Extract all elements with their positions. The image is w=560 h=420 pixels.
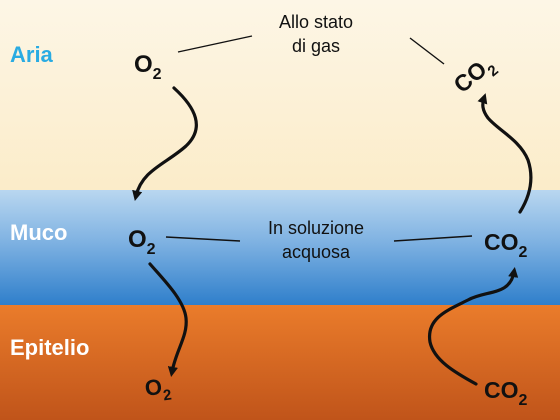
connector-gas-o2	[177, 35, 253, 53]
epithelium-band	[0, 305, 560, 420]
o2-epithelium-label: O2	[143, 373, 173, 407]
connector-solution-o2	[165, 236, 241, 242]
zone-label-mucus: Muco	[10, 220, 67, 245]
connector-solution-co2	[393, 235, 473, 242]
mucus-band	[0, 190, 560, 305]
o2-air-label: O2	[134, 51, 162, 83]
co2-epithelium-label: CO2	[484, 377, 528, 409]
o2-mucus-label: O2	[128, 226, 156, 258]
co2-mucus-to-air-arrow	[477, 93, 533, 214]
o2-air-to-mucus-arrow	[132, 86, 198, 201]
co2-epithelium-to-mucus-arrow	[427, 266, 519, 386]
zone-label-epithelium: Epitelio	[10, 335, 89, 360]
note-gas-line2: di gas	[292, 36, 340, 56]
note-solution-line1: In soluzione	[268, 218, 364, 238]
air-band	[0, 0, 560, 190]
zone-label-air: Aria	[10, 42, 54, 67]
connector-gas-co2	[409, 37, 445, 65]
note-solution-line2: acquosa	[282, 242, 351, 262]
o2-mucus-to-epithelium-arrow	[148, 262, 188, 378]
note-gas-line1: Allo stato	[279, 12, 353, 32]
co2-mucus-label: CO2	[484, 229, 528, 261]
